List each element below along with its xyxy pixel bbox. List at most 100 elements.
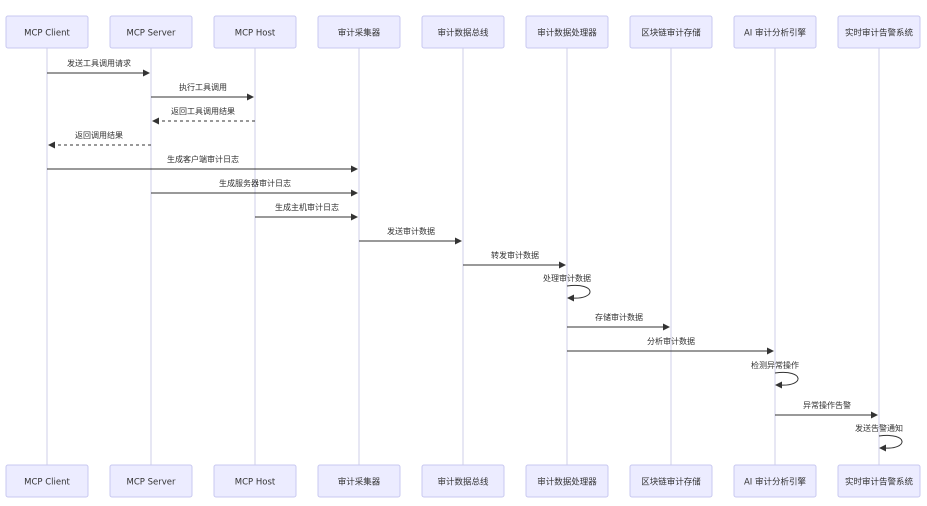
message-12: 分析审计数据 [567,336,774,355]
message-label: 生成主机审计日志 [275,202,339,212]
actor-processor-top: 审计数据处理器 [525,15,609,49]
actor-bus-bottom: 审计数据总线 [421,464,505,498]
message-13: 检测异常操作 [751,360,799,389]
message-label: 返回调用结果 [75,130,123,140]
actor-label: MCP Client [24,478,70,488]
actor-box [421,464,505,498]
message-label: 生成服务器审计日志 [219,178,291,188]
message-10: 处理审计数据 [543,273,591,302]
actor-host-bottom: MCP Host [213,464,297,498]
actor-label: 区块链审计存储 [641,28,701,39]
message-11: 存储审计数据 [567,312,670,331]
actor-processor-bottom: 审计数据处理器 [525,464,609,498]
actor-alert-bottom: 实时审计告警系统 [837,464,921,498]
message-arrow-line [566,284,591,299]
message-label: 处理审计数据 [543,273,591,283]
arrowhead [455,237,462,245]
message-arrow-line [774,371,799,386]
actor-label: 实时审计告警系统 [845,28,914,39]
actor-client-top: MCP Client [5,15,89,49]
message-label: 发送告警通知 [855,423,903,433]
actor-box [213,15,297,49]
actor-box [213,464,297,498]
actor-chain-bottom: 区块链审计存储 [629,464,713,498]
message-1: 发送工具调用请求 [47,58,150,77]
actor-box [629,15,713,49]
message-15: 发送告警通知 [855,423,903,452]
message-7: 生成主机审计日志 [255,202,358,221]
arrowhead [767,347,774,355]
message-label: 发送工具调用请求 [67,58,131,68]
message-label: 生成客户端审计日志 [167,154,239,164]
arrowhead [775,381,782,389]
actor-server-bottom: MCP Server [109,464,193,498]
lifelines [46,48,880,465]
actor-label: MCP Client [24,29,70,39]
actor-box [629,464,713,498]
arrowhead [351,213,358,221]
arrowhead [247,93,254,101]
actor-box [837,464,921,498]
arrowhead [871,411,878,419]
actor-host-top: MCP Host [213,15,297,49]
message-8: 发送审计数据 [359,226,462,245]
message-4: 返回调用结果 [48,130,151,149]
actor-label: 审计采集器 [338,477,381,488]
top-actor-row: MCP Client MCP Server MCP Host 审计采集器 审计数据总线 审… [5,15,921,49]
actor-collector-top: 审计采集器 [317,15,401,49]
message-label: 发送审计数据 [387,226,435,236]
message-label: 返回工具调用结果 [171,106,235,116]
actor-label: AI 审计分析引擎 [744,28,807,39]
actor-label: MCP Host [235,29,276,39]
message-label: 异常操作告警 [803,400,851,410]
actor-label: MCP Server [127,29,176,39]
actor-ai-top: AI 审计分析引擎 [733,15,817,49]
actor-label: 审计数据总线 [437,477,489,488]
arrowhead [351,189,358,197]
actor-chain-top: 区块链审计存储 [629,15,713,49]
message-label: 检测异常操作 [751,360,799,370]
actor-label: 审计数据总线 [437,28,489,39]
actor-server-top: MCP Server [109,15,193,49]
message-6: 生成服务器审计日志 [151,178,358,197]
actor-label: 实时审计告警系统 [845,477,914,488]
arrowhead [351,165,358,173]
arrowhead [48,141,55,149]
message-5: 生成客户端审计日志 [47,154,358,173]
arrowhead [143,69,150,77]
bottom-actor-row: MCP Client MCP Server MCP Host 审计采集器 审计数据总线 审… [5,464,921,498]
actor-ai-bottom: AI 审计分析引擎 [733,464,817,498]
actor-label: 区块链审计存储 [641,477,701,488]
actor-box [525,15,609,49]
actor-box [109,464,193,498]
arrowhead [152,117,159,125]
message-9: 转发审计数据 [463,250,566,269]
actor-label: 审计数据处理器 [537,28,597,39]
actor-label: AI 审计分析引擎 [744,477,807,488]
messages: 发送工具调用请求执行工具调用返回工具调用结果返回调用结果生成客户端审计日志生成服… [47,58,903,452]
message-arrow-line [878,434,903,449]
actor-label: 审计数据处理器 [537,477,597,488]
message-label: 执行工具调用 [179,82,227,92]
arrowhead [663,323,670,331]
message-2: 执行工具调用 [151,82,254,101]
actor-box [525,464,609,498]
message-14: 异常操作告警 [775,400,878,419]
actor-collector-bottom: 审计采集器 [317,464,401,498]
arrowhead [879,444,886,452]
actor-bus-top: 审计数据总线 [421,15,505,49]
actor-box [317,15,401,49]
message-label: 分析审计数据 [647,336,695,346]
actor-alert-top: 实时审计告警系统 [837,15,921,49]
message-3: 返回工具调用结果 [152,106,255,125]
actor-box [733,464,817,498]
actor-client-bottom: MCP Client [5,464,89,498]
actor-box [733,15,817,49]
actor-label: 审计采集器 [338,28,381,39]
actor-box [837,15,921,49]
arrowhead [567,294,574,302]
actor-box [109,15,193,49]
message-label: 转发审计数据 [491,250,539,260]
message-label: 存储审计数据 [595,312,643,322]
